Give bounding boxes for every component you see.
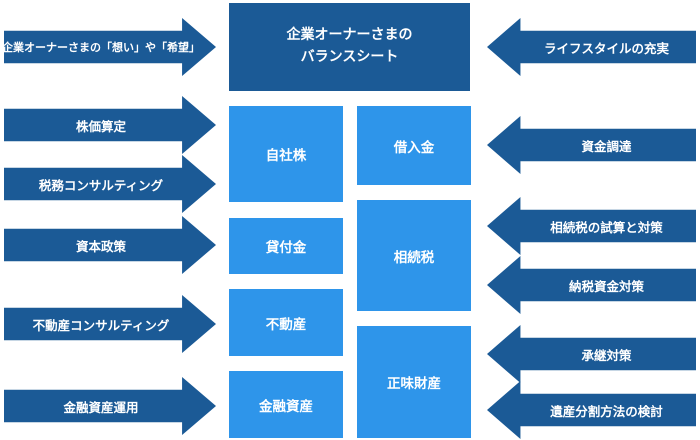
left-arrow-real-estate-consulting: 不動産コンサルティング [4, 295, 216, 353]
asset-company-stock: 自社株 [229, 106, 343, 202]
left-arrow-label: 資本政策 [75, 238, 126, 254]
right-arrow-estate-division: 遺産分割方法の検討 [487, 381, 696, 439]
right-arrow-label: ライフスタイルの充実 [543, 40, 669, 56]
header-line-1: 企業オーナーさまの [286, 27, 413, 44]
left-arrow-financial-asset-management: 金融資産運用 [4, 377, 216, 435]
asset-real-estate: 不動産 [229, 289, 343, 356]
right-arrow-label: 資金調達 [581, 138, 632, 154]
left-arrow-owner-wishes: 企業オーナーさまの「想い」や「希望」 [4, 18, 216, 76]
header-line-2: バランスシート [300, 49, 399, 65]
left-arrow-tax-consulting: 税務コンサルティング [4, 155, 216, 213]
asset-label: 自社株 [265, 148, 307, 164]
right-arrow-label: 相続税の試算と対策 [550, 219, 663, 235]
asset-financial-assets: 金融資産 [229, 371, 343, 438]
liability-label: 相続税 [393, 249, 435, 266]
left-arrow-label: 企業オーナーさまの「想い」や「希望」 [2, 41, 200, 54]
left-arrow-label: 不動産コンサルティング [32, 317, 170, 333]
asset-label: 貸付金 [265, 240, 307, 256]
left-arrow-label: 金融資産運用 [63, 399, 139, 415]
left-arrow-capital-policy: 資本政策 [4, 216, 216, 274]
right-arrow-label: 遺産分割方法の検討 [550, 403, 663, 419]
right-arrow-lifestyle: ライフスタイルの充実 [487, 18, 696, 76]
liability-label: 正味財産 [387, 376, 441, 392]
liability-inheritance-tax: 相続税 [357, 200, 471, 311]
left-arrow-label: 株価算定 [75, 118, 126, 134]
balance-sheet-header: 企業オーナーさまの バランスシート [229, 3, 470, 91]
right-arrow-inheritance-tax-estimate: 相続税の試算と対策 [487, 197, 696, 255]
liability-label: 借入金 [393, 139, 435, 156]
left-arrow-stock-valuation: 株価算定 [4, 96, 216, 154]
asset-label: 不動産 [265, 316, 307, 333]
asset-label: 金融資産 [259, 398, 313, 415]
right-arrow-fundraising: 資金調達 [487, 116, 696, 174]
left-arrow-label: 税務コンサルティング [38, 177, 164, 193]
right-arrow-tax-payment-funds: 納税資金対策 [487, 256, 696, 314]
asset-loans-receivable: 貸付金 [229, 218, 343, 274]
right-arrow-label: 納税資金対策 [568, 278, 644, 294]
liability-borrowings: 借入金 [357, 106, 471, 185]
right-arrow-label: 承継対策 [581, 347, 632, 363]
right-arrow-succession: 承継対策 [487, 325, 696, 383]
equity-net-assets: 正味財産 [357, 326, 471, 438]
